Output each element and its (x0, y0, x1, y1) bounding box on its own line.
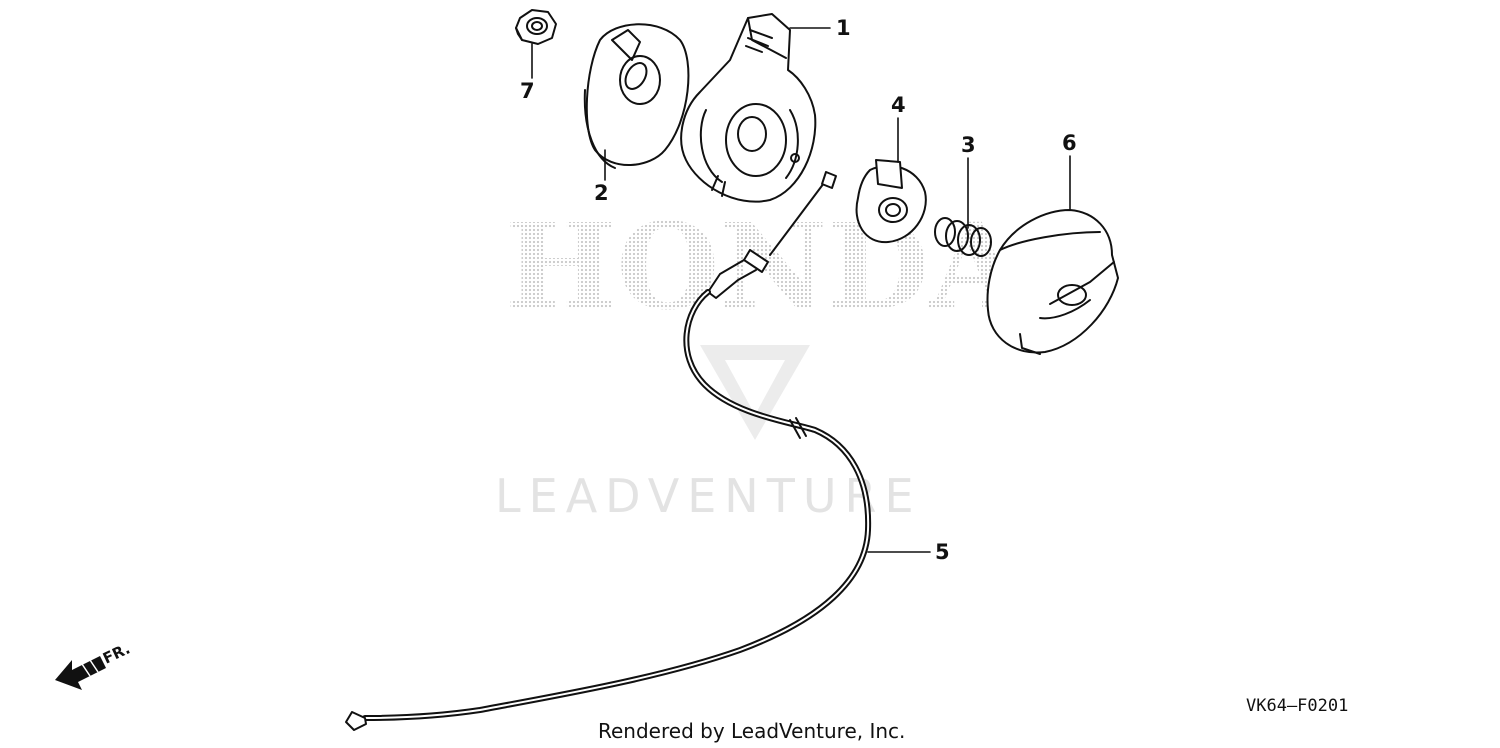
diagram-code: VK64—F0201 (1246, 696, 1348, 716)
callout-3: 3 (961, 133, 976, 157)
part-7-nut[interactable] (515, 9, 557, 45)
callout-4: 4 (891, 93, 906, 117)
callout-6: 6 (1062, 131, 1077, 155)
callout-2: 2 (594, 181, 609, 205)
leader-lines (531, 27, 1071, 553)
part-1-lever-housing[interactable] (680, 13, 817, 203)
wing-watermark-icon (700, 345, 810, 440)
front-direction-indicator: FR. (55, 640, 133, 690)
callout-7: 7 (520, 79, 535, 103)
part-4-lever-washer[interactable] (855, 159, 927, 244)
honda-watermark: HONDA (505, 197, 1022, 440)
part-5-throttle-cable[interactable] (345, 171, 872, 731)
part-2-cover-plate[interactable] (583, 23, 690, 169)
front-arrow-icon (55, 656, 106, 690)
callout-5: 5 (935, 540, 950, 564)
part-3-spring[interactable] (934, 217, 992, 257)
leadventure-watermark-text: LEADVENTURE (495, 469, 922, 523)
front-label: FR. (100, 640, 133, 668)
render-credit: Rendered by LeadVenture, Inc. (598, 719, 905, 743)
callout-1: 1 (836, 16, 851, 40)
part-6-cap[interactable] (986, 209, 1119, 355)
